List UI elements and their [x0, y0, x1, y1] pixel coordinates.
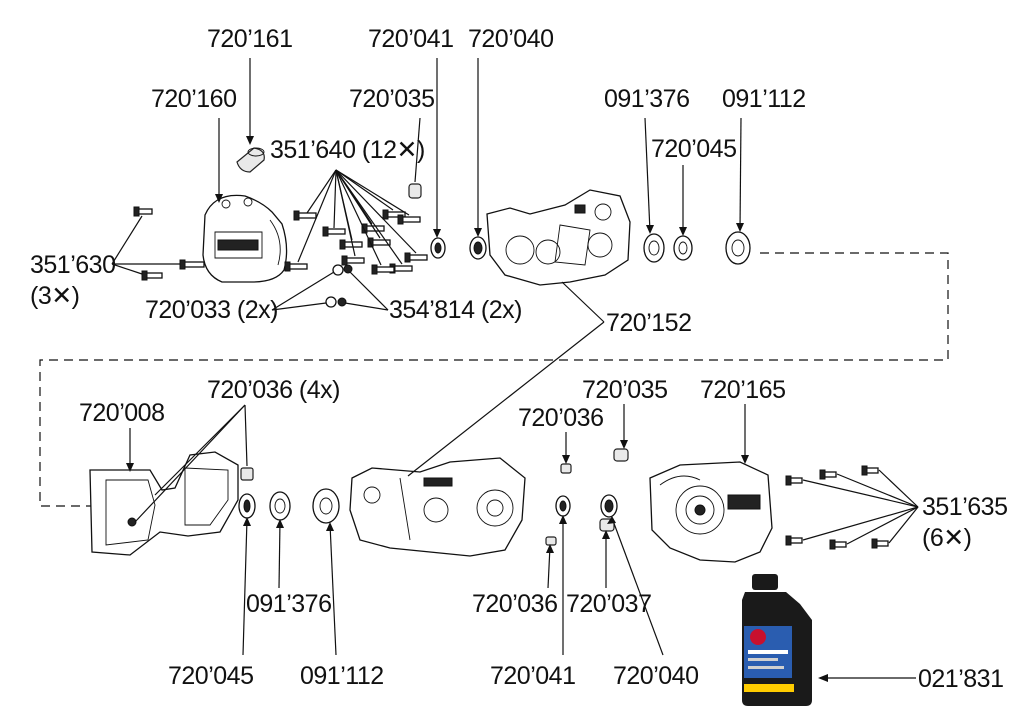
ignition-cover-720160 [202, 194, 288, 283]
dowel-720035-top [408, 183, 422, 199]
washer-720033-354814 [325, 264, 353, 308]
screw-icon [871, 538, 889, 549]
bearing-icon [673, 235, 693, 261]
label-720041-bot: 720’041 [490, 662, 575, 690]
label-720152: 720’152 [606, 309, 691, 337]
cap-720161 [236, 147, 265, 173]
label-354814: 354’814 (2x) [389, 296, 522, 324]
part-labels: 720’161 720’041 720’040 720’160 720’035 … [30, 25, 1008, 693]
bearing-icon [555, 495, 571, 517]
dowel-720036-left [240, 467, 254, 481]
label-351640: 351’640 (12✕) [270, 136, 425, 164]
screw-icon [819, 469, 837, 480]
label-720035-mid: 720’035 [582, 376, 667, 404]
oil-bottle-icon [742, 574, 812, 706]
dowel-720035-mid [613, 448, 629, 462]
clutch-cover-720165 [649, 461, 773, 563]
label-720008: 720’008 [79, 399, 164, 427]
label-720033: 720’033 (2x) [145, 296, 278, 324]
screw-cluster-351640 [284, 209, 428, 275]
label-720037: 720’037 [566, 590, 651, 618]
screw-icon [293, 210, 317, 221]
label-351630: 351’630 [30, 251, 115, 279]
label-720160: 720’160 [151, 85, 236, 113]
label-351635-qty: (6✕) [922, 524, 972, 552]
label-091376-bot: 091’376 [246, 590, 331, 618]
leader-lines [111, 58, 919, 679]
label-720035-top: 720’035 [349, 85, 434, 113]
label-091112-bot: 091’112 [300, 662, 384, 690]
screw-icon [397, 214, 421, 225]
screw-icon [133, 206, 153, 217]
bearing-icon [600, 494, 618, 518]
label-720036-mid: 720’036 [518, 404, 603, 432]
label-720161: 720’161 [207, 25, 292, 53]
label-091112-top: 091’112 [722, 85, 806, 113]
screw-icon [341, 255, 365, 266]
label-720040-bot: 720’040 [613, 662, 698, 690]
screw-icon [339, 239, 363, 250]
crankcase-720152-top [486, 189, 631, 286]
label-351635: 351’635 [922, 493, 1007, 521]
screw-icon [371, 264, 395, 275]
label-720045-bot: 720’045 [168, 662, 253, 690]
bearing-icon [269, 491, 291, 521]
label-720045-top: 720’045 [651, 135, 736, 163]
arrowheads [126, 136, 828, 682]
screw-icon [284, 261, 308, 272]
label-091376-top: 091’376 [604, 85, 689, 113]
screw-icon [382, 209, 406, 220]
label-720036-4x: 720’036 (4x) [207, 376, 340, 404]
screw-icon [829, 539, 847, 550]
assembly-flow-connector [39, 252, 949, 507]
bearing-icon [469, 236, 487, 260]
label-021831: 021’831 [918, 665, 1003, 693]
label-351630-qty: (3✕) [30, 282, 80, 310]
gasket-720008 [89, 451, 239, 556]
bearing-icon [643, 233, 665, 263]
bearing-icon [238, 493, 256, 519]
screw-icon [179, 259, 205, 270]
screw-icon [785, 535, 803, 546]
screw-icon [404, 252, 428, 263]
crankcase-720152-bottom [349, 457, 526, 557]
bearing-icon [430, 237, 446, 259]
label-720036-bot: 720’036 [472, 590, 557, 618]
bearing-icon [312, 488, 340, 524]
screw-icon [785, 475, 803, 486]
screw-icon [322, 226, 346, 237]
label-720040-top: 720’040 [468, 25, 553, 53]
label-720165: 720’165 [700, 376, 785, 404]
screw-icon [141, 270, 163, 281]
bearing-icon [725, 231, 751, 265]
label-720041-top: 720’041 [368, 25, 453, 53]
dowel-720036-mid [560, 463, 572, 474]
screw-icon [861, 465, 879, 476]
dowel-720036-bot [545, 536, 557, 546]
